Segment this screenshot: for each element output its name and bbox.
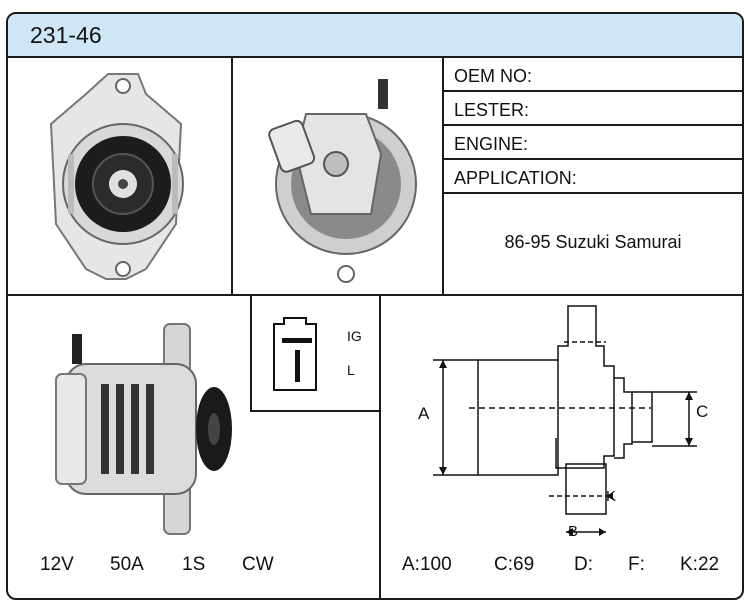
row-divider [8, 294, 742, 296]
plug-box-bottom [250, 410, 381, 412]
spec-a: A:100 [402, 554, 452, 575]
connector-plug [273, 317, 317, 391]
field-application: APPLICATION: [454, 168, 577, 188]
spec-voltage: 12V [40, 554, 74, 575]
product-card: 231-46 OEM NO: LESTER: ENGINE: APPLICATI… [6, 12, 744, 600]
alternator-side-view [55, 323, 232, 535]
plug-box-left [250, 296, 252, 412]
spec-f: F: [628, 554, 645, 575]
spec-plug-type: 1S [182, 554, 206, 575]
plug-label-l: L [347, 362, 355, 378]
field-lester: LESTER: [454, 100, 530, 120]
col-divider-3 [379, 296, 381, 598]
alternator-rear-view [268, 79, 417, 283]
field-divider [444, 158, 742, 160]
dimension-diagram [433, 305, 697, 536]
field-divider [444, 124, 742, 126]
spec-amperage: 50A [110, 554, 144, 575]
field-oem-no: OEM NO: [454, 66, 533, 86]
application-value: 86-95 Suzuki Samurai [504, 232, 682, 252]
plug-label-ig: IG [347, 328, 362, 344]
col-divider-2 [442, 56, 444, 294]
field-engine: ENGINE: [454, 134, 529, 154]
spec-k: K:22 [680, 554, 720, 575]
dimension-label-b: B [568, 523, 579, 540]
col-divider-1 [231, 56, 233, 294]
dimension-label-a: A [418, 404, 430, 423]
field-divider [444, 90, 742, 92]
part-number: 231-46 [30, 22, 102, 48]
spec-c: C:69 [494, 554, 535, 575]
dimension-label-k: K [606, 488, 617, 505]
spec-rotation: CW [242, 554, 274, 575]
dimension-label-c: C [696, 402, 709, 421]
field-divider [444, 192, 742, 194]
alternator-front-view [49, 73, 184, 280]
header-bar: 231-46 [8, 14, 742, 58]
spec-d: D: [574, 554, 593, 575]
